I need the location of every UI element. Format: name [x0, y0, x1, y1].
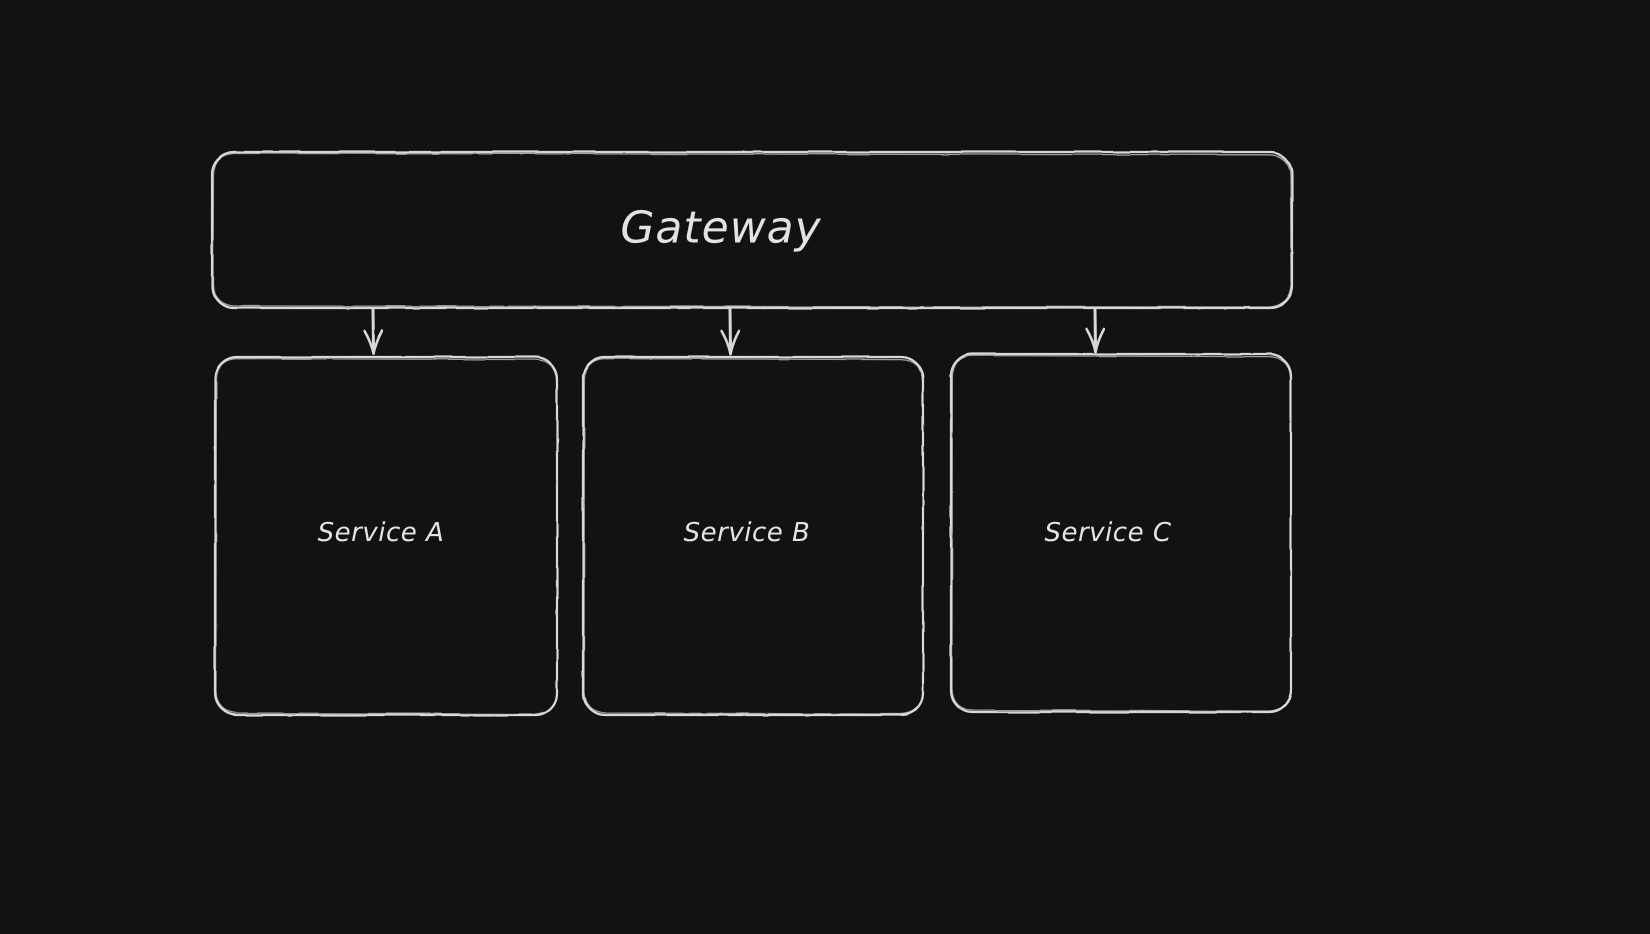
edge-gateway-to-service-a[interactable] — [363, 307, 384, 356]
gateway-node-shape[interactable] — [210, 150, 1294, 310]
service-a-node-shape[interactable] — [213, 355, 559, 717]
edge-gateway-to-service-b[interactable] — [720, 307, 741, 356]
edge-gateway-to-service-c[interactable] — [1085, 307, 1106, 354]
service-b-node-shape[interactable] — [581, 355, 925, 717]
service-c-node-shape[interactable] — [949, 352, 1293, 714]
